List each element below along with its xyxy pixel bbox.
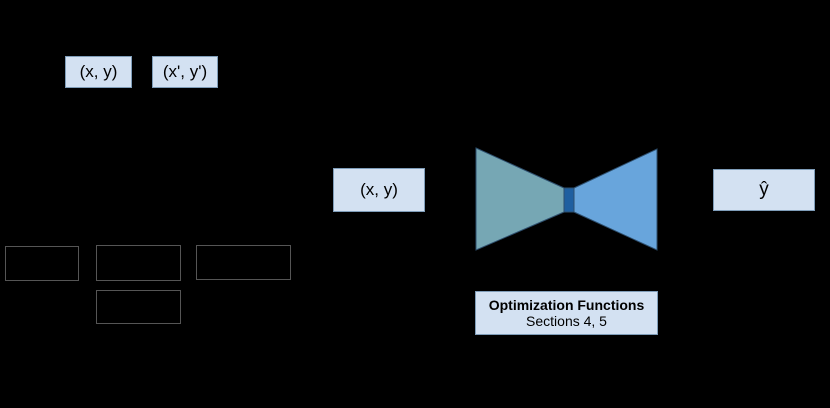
optimization-functions-caption[interactable]: Optimization Functions Sections 4, 5	[475, 291, 658, 335]
outline-box-3[interactable]	[196, 245, 291, 280]
input-pair-original-box[interactable]: (x, y)	[65, 56, 132, 88]
input-pair-transformed-box[interactable]: (x', y')	[152, 56, 218, 88]
autoencoder-bowtie	[475, 147, 658, 251]
caption-title: Optimization Functions	[488, 297, 645, 313]
caption-subtitle: Sections 4, 5	[526, 313, 607, 329]
input-pair-transformed-label: (x', y')	[162, 62, 208, 82]
decoder-trapezoid[interactable]	[573, 148, 658, 251]
pipeline-output-box[interactable]: ŷ	[713, 169, 815, 211]
input-pair-original-label: (x, y)	[79, 62, 118, 82]
pipeline-input-label: (x, y)	[360, 180, 398, 200]
outline-box-1[interactable]	[5, 246, 79, 281]
latent-bottleneck-bar[interactable]	[563, 187, 575, 213]
outline-box-4[interactable]	[96, 290, 181, 324]
outline-box-2[interactable]	[96, 245, 181, 281]
encoder-trapezoid[interactable]	[475, 147, 565, 251]
pipeline-input-box[interactable]: (x, y)	[333, 168, 425, 212]
pipeline-output-label: ŷ	[759, 179, 769, 201]
